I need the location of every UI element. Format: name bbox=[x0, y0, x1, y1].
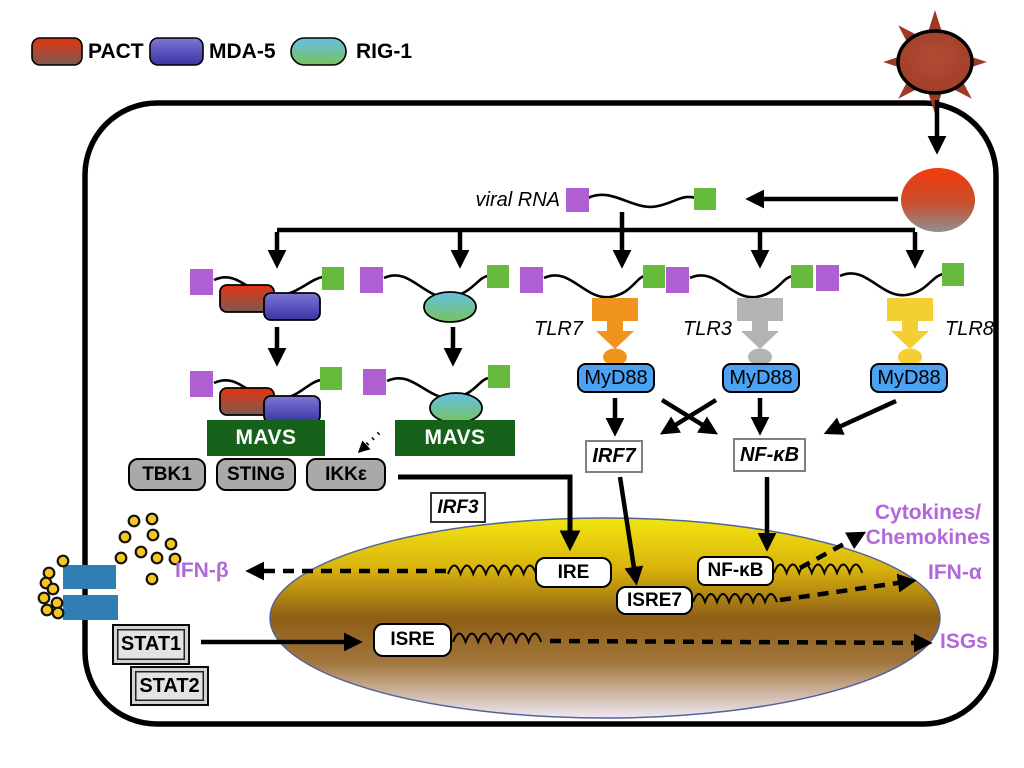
legend-rig1-label: RIG-1 bbox=[356, 40, 413, 63]
cytokines-line: Cytokines/ bbox=[874, 501, 982, 524]
isre-site-box: ISRE bbox=[373, 623, 452, 657]
legend-pact-swatch bbox=[31, 37, 83, 66]
virus-icon bbox=[883, 10, 987, 114]
legend-mda5-label: MDA-5 bbox=[209, 40, 276, 63]
pathway-arrows bbox=[201, 100, 947, 652]
cell-membrane bbox=[82, 100, 999, 727]
rna-strand-tlr3 bbox=[666, 265, 813, 299]
tlr8-receptor-icon bbox=[887, 298, 933, 366]
rna-strand-tlr8 bbox=[816, 263, 964, 297]
ikke-box: IKKε bbox=[306, 458, 386, 491]
isre7-site-box: ISRE7 bbox=[616, 586, 693, 615]
rna-strand-rig1-mavs bbox=[363, 365, 510, 400]
ifn-dots-inside bbox=[114, 512, 182, 586]
legend-swatches bbox=[31, 37, 347, 66]
rig1-protein bbox=[423, 291, 477, 323]
cytokines-chemokines-label: Cytokines/ Chemokines bbox=[858, 500, 998, 550]
rna-strand-tlr7 bbox=[520, 265, 665, 299]
tbk1-box: TBK1 bbox=[128, 458, 206, 491]
isgs-label: ISGs bbox=[940, 630, 988, 653]
ifn-beta-label: IFN-β bbox=[175, 559, 229, 582]
legend-rig1-swatch bbox=[290, 37, 347, 66]
chemokines-line: Chemokines bbox=[865, 526, 991, 550]
pact-mda5-complex-on-mavs bbox=[219, 387, 321, 424]
nfkb-box: NF-κB bbox=[733, 438, 806, 472]
dna-squiggles bbox=[447, 563, 864, 645]
sting-box: STING bbox=[216, 458, 296, 491]
mavs-box-2: MAVS bbox=[395, 420, 515, 456]
ifn-alpha-label: IFN-α bbox=[928, 561, 982, 584]
stat1-box: STAT1 bbox=[112, 624, 190, 665]
tlr7-receptor-icon bbox=[592, 298, 638, 366]
irf7-box: IRF7 bbox=[585, 440, 643, 473]
nfkb-site-box: NF-κB bbox=[697, 556, 774, 586]
stat2-box: STAT2 bbox=[130, 666, 209, 706]
irf3-box: IRF3 bbox=[430, 492, 486, 523]
tlr3-label: TLR3 bbox=[683, 318, 732, 340]
membrane-channel-icon bbox=[63, 565, 118, 620]
rna-strand-rig1 bbox=[360, 265, 509, 299]
viral-rna-strand-free bbox=[566, 188, 716, 212]
ire-site-box: IRE bbox=[535, 557, 612, 588]
output-arrows bbox=[245, 531, 933, 653]
rig1-protein-on-mavs bbox=[429, 392, 483, 424]
myd88-box-tlr3: MyD88 bbox=[722, 363, 800, 393]
pact-mda5-complex bbox=[219, 284, 321, 321]
viral-rna-label: viral RNA bbox=[475, 189, 560, 211]
tlr7-label: TLR7 bbox=[534, 318, 583, 340]
legend-mda5-swatch bbox=[149, 37, 204, 66]
mavs-dotted-arrow bbox=[357, 431, 381, 454]
myd88-box-tlr7: MyD88 bbox=[577, 363, 655, 393]
tlr3-receptor-icon bbox=[737, 298, 783, 366]
ifn-dots-outside bbox=[37, 554, 70, 620]
legend-pact-label: PACT bbox=[88, 40, 144, 63]
endosome-icon bbox=[901, 168, 975, 232]
mavs-box-1: MAVS bbox=[207, 420, 325, 456]
myd88-box-tlr8: MyD88 bbox=[870, 363, 948, 393]
tlr8-label: TLR8 bbox=[945, 318, 994, 340]
